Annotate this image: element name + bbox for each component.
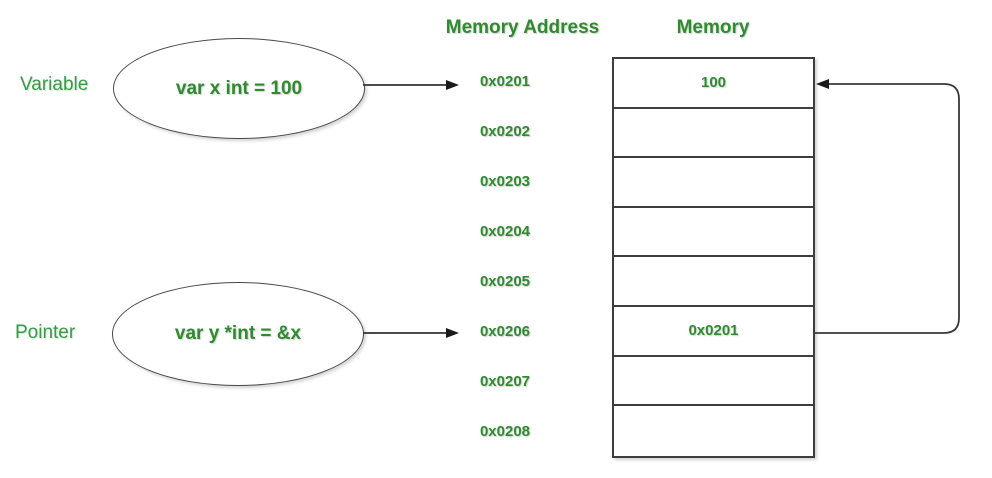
memory-cell-0x0203 — [614, 158, 813, 208]
memory-cell-0x0205 — [614, 257, 813, 307]
memory-address-header: Memory Address — [445, 17, 600, 38]
variable-declaration-text: var x int = 100 — [175, 77, 303, 99]
memory-cell-0x0207 — [614, 357, 813, 407]
address-label-0x0201: 0x0201 — [479, 73, 531, 90]
address-label-0x0205: 0x0205 — [479, 273, 531, 290]
memory-address-column: 0x0201 0x0202 0x0203 0x0204 0x0205 0x020… — [455, 57, 555, 457]
pointer-declaration-ellipse: var y *int = &x — [112, 282, 364, 386]
memory-cell-0x0208 — [614, 406, 813, 456]
arrowhead-icon — [816, 79, 829, 89]
memory-header: Memory — [676, 17, 750, 38]
memory-cell-0x0206: 0x0201 — [614, 307, 813, 357]
pointer-label: Pointer — [15, 322, 76, 343]
memory-cell-0x0201: 100 — [614, 59, 813, 109]
variable-declaration-ellipse: var x int = 100 — [113, 38, 365, 139]
pointer-value-loop-arrow — [814, 83, 960, 334]
address-label-0x0207: 0x0207 — [479, 373, 531, 390]
memory-table: 100 0x0201 — [612, 57, 815, 458]
memory-cell-0x0202 — [614, 109, 813, 159]
address-label-0x0206: 0x0206 — [479, 323, 531, 340]
variable-label: Variable — [20, 74, 89, 95]
address-label-0x0204: 0x0204 — [479, 223, 531, 240]
memory-cell-0x0204 — [614, 208, 813, 258]
address-label-0x0203: 0x0203 — [479, 173, 531, 190]
address-label-0x0202: 0x0202 — [479, 123, 531, 140]
address-label-0x0208: 0x0208 — [479, 423, 531, 440]
pointer-declaration-text: var y *int = &x — [174, 323, 302, 344]
